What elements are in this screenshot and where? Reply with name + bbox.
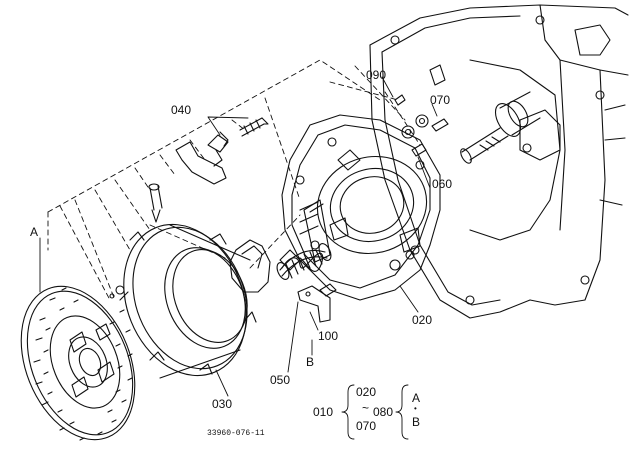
callout-a: A: [30, 225, 39, 239]
callout-040: 040: [171, 103, 192, 117]
key-set-010: 010: [313, 405, 334, 419]
input-shaft: [460, 91, 541, 164]
transmission-housing: [369, 4, 629, 319]
flywheel-ring: [109, 223, 257, 379]
callout-100: 100: [318, 329, 339, 343]
key-range-end: 070: [356, 419, 377, 433]
key-member-b: B: [412, 415, 421, 429]
callout-070: 070: [430, 93, 451, 107]
key-dot: •: [414, 404, 417, 413]
drawing-number: 33960-076-11: [207, 429, 265, 438]
explosion-lines: [47, 59, 421, 301]
key-member-a: A: [412, 391, 421, 405]
key-range-sep: ~: [362, 401, 370, 415]
callout-050: 050: [270, 373, 291, 387]
key-range-start: 020: [356, 385, 377, 399]
callout-020: 020: [412, 313, 433, 327]
spring-and-levers: [148, 117, 337, 323]
callout-leaders: [39, 76, 438, 440]
callout-090: 090: [366, 68, 387, 82]
pressure-plate-assembly: [281, 114, 441, 301]
callout-b: B: [306, 355, 315, 369]
callout-060: 060: [432, 177, 453, 191]
callout-030: 030: [212, 397, 233, 411]
clutch-disc: [20, 285, 136, 441]
key-set-080: 080: [373, 405, 394, 419]
